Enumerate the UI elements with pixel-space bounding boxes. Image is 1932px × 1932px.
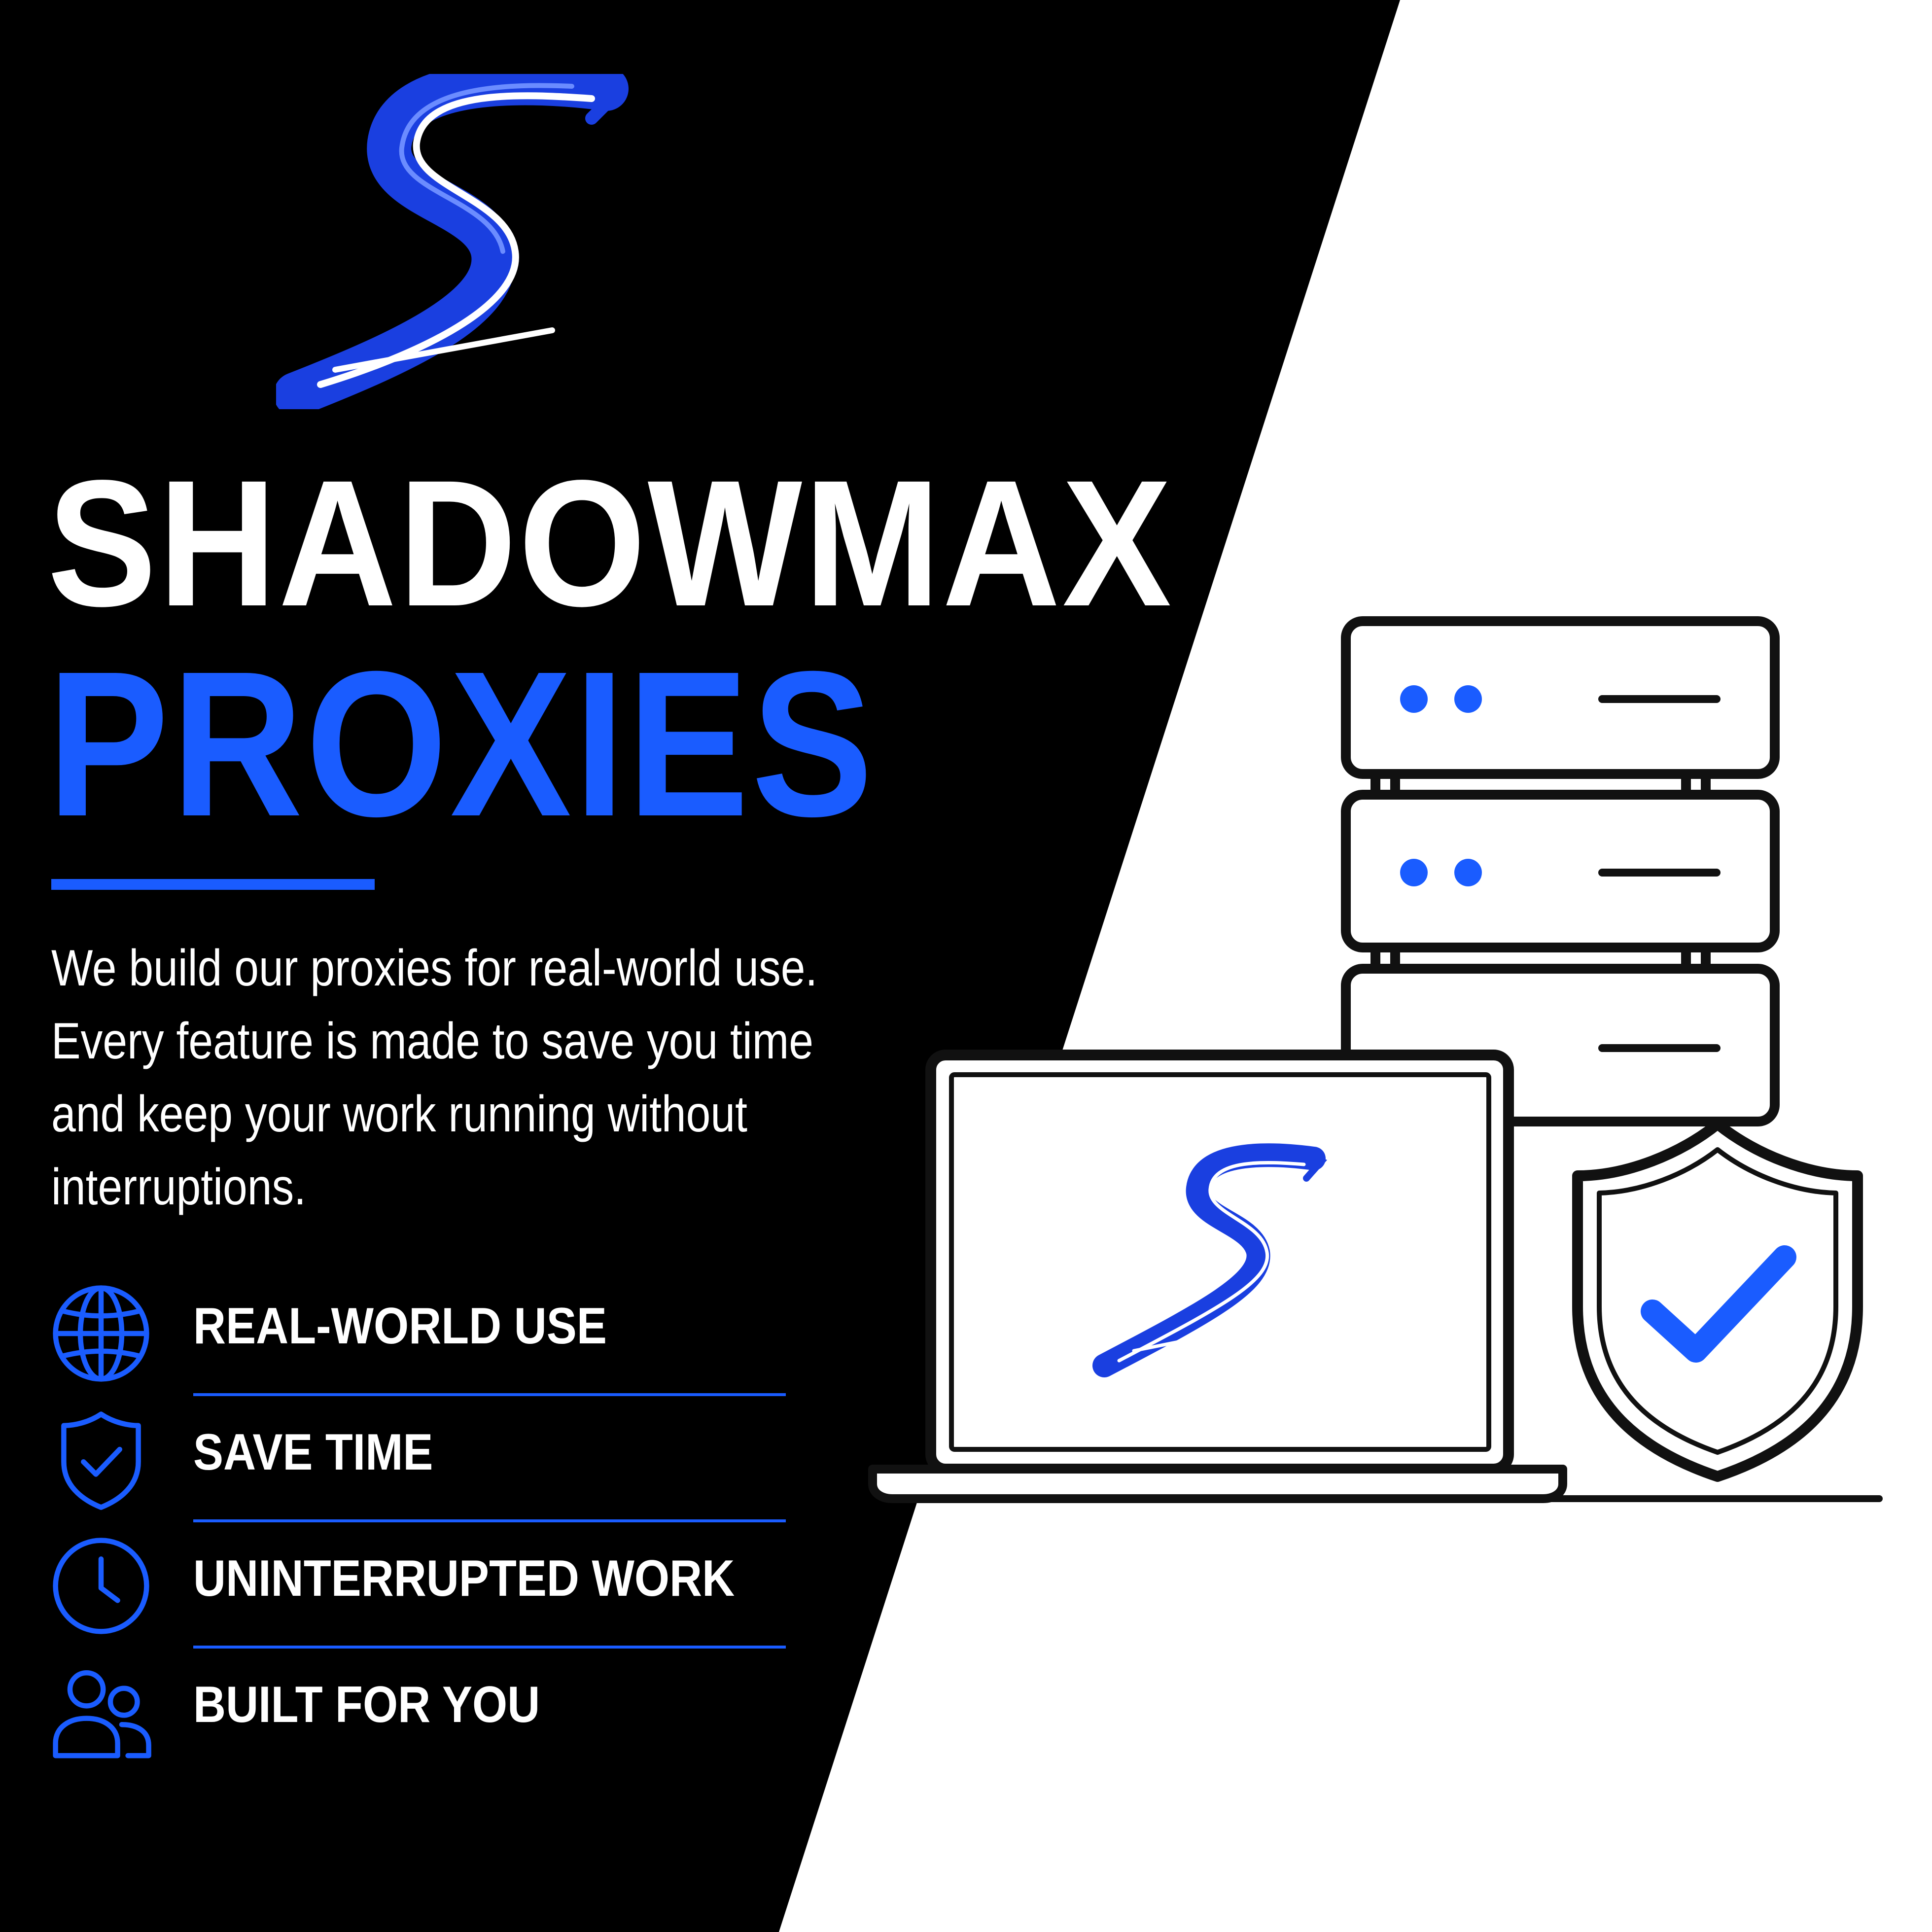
feature-item-real-world-use: REAL-WORLD USE: [49, 1272, 786, 1398]
feature-list: REAL-WORLD USE SAVE TIME UNINTERRUPTED W…: [49, 1272, 786, 1777]
feature-divider: [193, 1393, 786, 1396]
shield-check-icon: [61, 1411, 141, 1510]
globe-icon: [53, 1285, 149, 1382]
feature-item-uninterrupted-work: UNINTERRUPTED WORK: [49, 1524, 786, 1651]
users-icon: [53, 1670, 151, 1758]
feature-label: UNINTERRUPTED WORK: [193, 1550, 735, 1607]
shield-check-icon: [1572, 1119, 1863, 1482]
brand-description: We build our proxies for real-world use.…: [51, 940, 818, 1216]
laptop-icon: [868, 1050, 1567, 1503]
feature-divider: [193, 1646, 786, 1649]
feature-divider: [193, 1519, 786, 1522]
laptop-screen-logo: [1092, 1143, 1328, 1377]
feature-label: SAVE TIME: [193, 1424, 433, 1481]
shadowmax-logo: [276, 74, 629, 409]
accent-divider: [51, 879, 375, 890]
server-indicator-lights: [1400, 685, 1482, 886]
feature-item-built-for-you: BUILT FOR YOU: [49, 1651, 739, 1777]
brand-name-line2: PROXIES: [47, 629, 876, 860]
feature-item-save-time: SAVE TIME: [49, 1398, 786, 1524]
clock-icon: [53, 1538, 149, 1634]
server-slots: [1598, 695, 1721, 1052]
brand-name-line1: SHADOWMAX: [47, 443, 1173, 644]
feature-label: REAL-WORLD USE: [193, 1298, 607, 1355]
feature-label: BUILT FOR YOU: [193, 1676, 540, 1733]
